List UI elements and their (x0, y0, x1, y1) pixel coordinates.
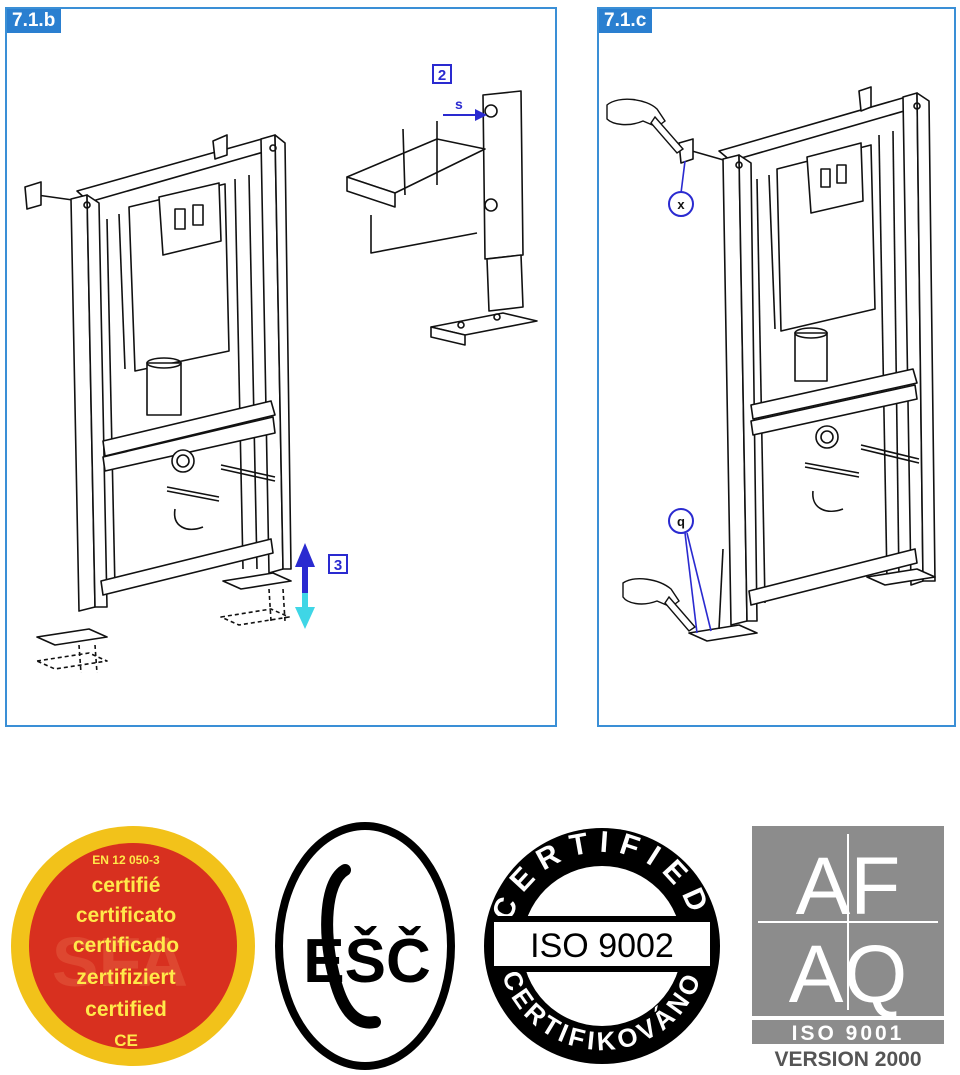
figure-panel-7-1-b: 7.1.b (5, 7, 557, 727)
callout-3: 3 (334, 557, 342, 574)
cert-line-1: certifié (92, 874, 161, 897)
callout-2: 2 (438, 67, 446, 84)
afaq-letters-bottom: AQ (789, 929, 907, 1020)
iso-9002-logo: CERTIFIED CERTIFIKOVÁNO ISO 9002 (478, 824, 726, 1068)
figure-panel-7-1-c: 7.1.c (597, 7, 956, 727)
cert-line-4: zertifiziert (76, 966, 175, 989)
cert-line-2: certificato (76, 904, 176, 927)
label-q: q (677, 514, 685, 529)
afaq-iso-9001-logo: AF AQ ISO 9001 VERSION 2000 (750, 824, 946, 1071)
installation-frame-drawing: x q (606, 86, 936, 642)
ce-mark: CE (114, 1031, 138, 1050)
iso-9002-label: ISO 9002 (530, 927, 674, 965)
esc-letters: EŠČ (303, 927, 430, 996)
panel-tag: 7.1.b (7, 9, 62, 33)
afaq-version-label: VERSION 2000 (774, 1048, 921, 1070)
standard-label: EN 12 050-3 (92, 853, 160, 867)
cert-line-3: certificado (73, 934, 179, 957)
label-x: x (677, 197, 685, 212)
afaq-iso-label: ISO 9001 (792, 1022, 905, 1045)
cert-line-5: certified (85, 998, 167, 1021)
panel-tag: 7.1.c (599, 9, 653, 33)
sfa-watermark: SFA (52, 923, 188, 1001)
afaq-letters-top: AF (796, 841, 901, 932)
label-s: s (455, 96, 463, 112)
esc-logo: EŠČ (275, 822, 455, 1070)
sfa-certification-logo: SFA EN 12 050-3 certifié certificato cer… (8, 824, 258, 1068)
installation-frame-drawing: 3 s 2 (24, 64, 538, 674)
